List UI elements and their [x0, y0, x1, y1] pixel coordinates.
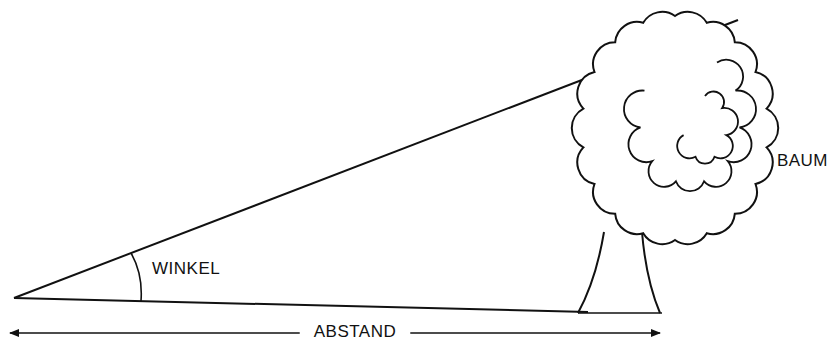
- angle-label: WINKEL: [152, 260, 220, 279]
- angle-arc: [131, 253, 141, 301]
- distance-label: ABSTAND: [314, 323, 397, 342]
- ground-line: [14, 298, 588, 312]
- trunk-base: [578, 312, 662, 314]
- distance-arrow: [410, 332, 660, 334]
- canopy-detail: [624, 60, 756, 191]
- distance-arrow: [10, 332, 300, 334]
- tree-label: BAUM: [777, 152, 828, 171]
- tree-trunk: [578, 232, 660, 313]
- tree-canopy: [572, 12, 778, 244]
